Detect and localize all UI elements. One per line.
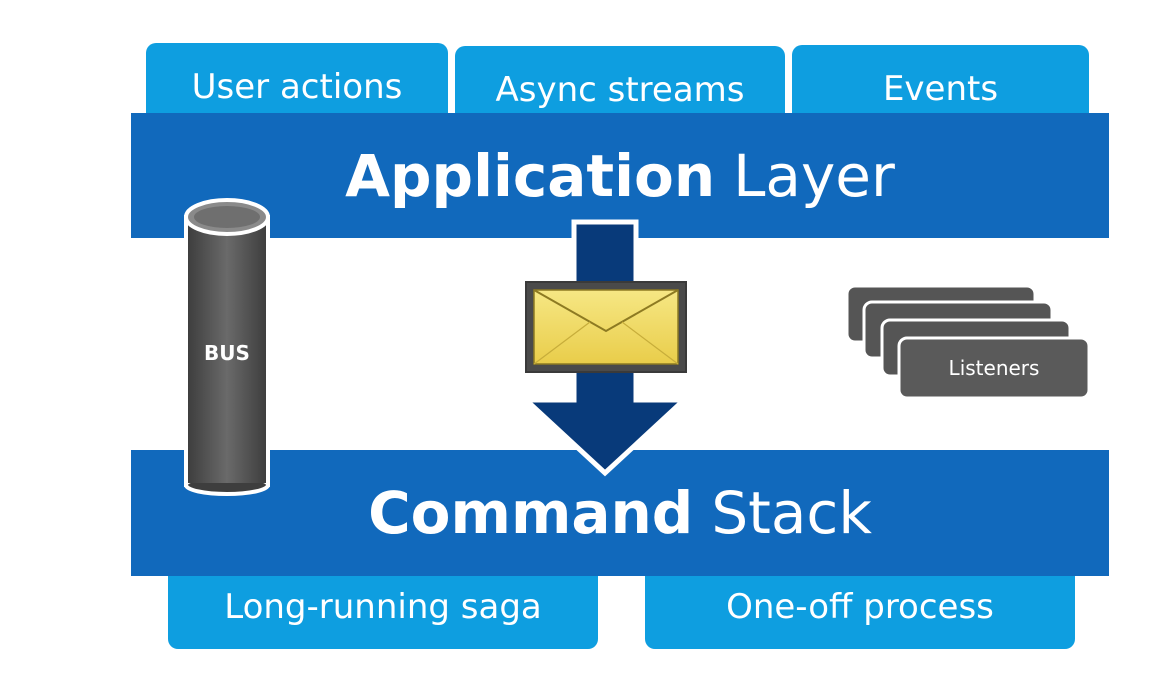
tab-async-streams-label: Async streams [495,70,745,110]
bus-label: BUS [204,341,250,365]
command-stack-bold: Command [368,479,694,547]
bus-cylinder: BUS [184,198,270,496]
application-layer-bold: Application [345,141,716,210]
tab-one-off-label: One-off process [726,587,994,627]
application-layer-band: Application Layer [131,113,1109,238]
listeners-stack: Listeners [845,284,1091,400]
tab-saga-label: Long-running saga [224,587,542,627]
listeners-label: Listeners [949,356,1040,380]
envelope-icon [525,281,687,373]
command-stack-regular: Stack [711,479,872,547]
tab-events-label: Events [882,69,999,109]
command-stack-band: Command Stack [131,450,1109,576]
application-layer-regular: Layer [733,141,895,210]
tab-user-actions-label: User actions [191,67,403,107]
